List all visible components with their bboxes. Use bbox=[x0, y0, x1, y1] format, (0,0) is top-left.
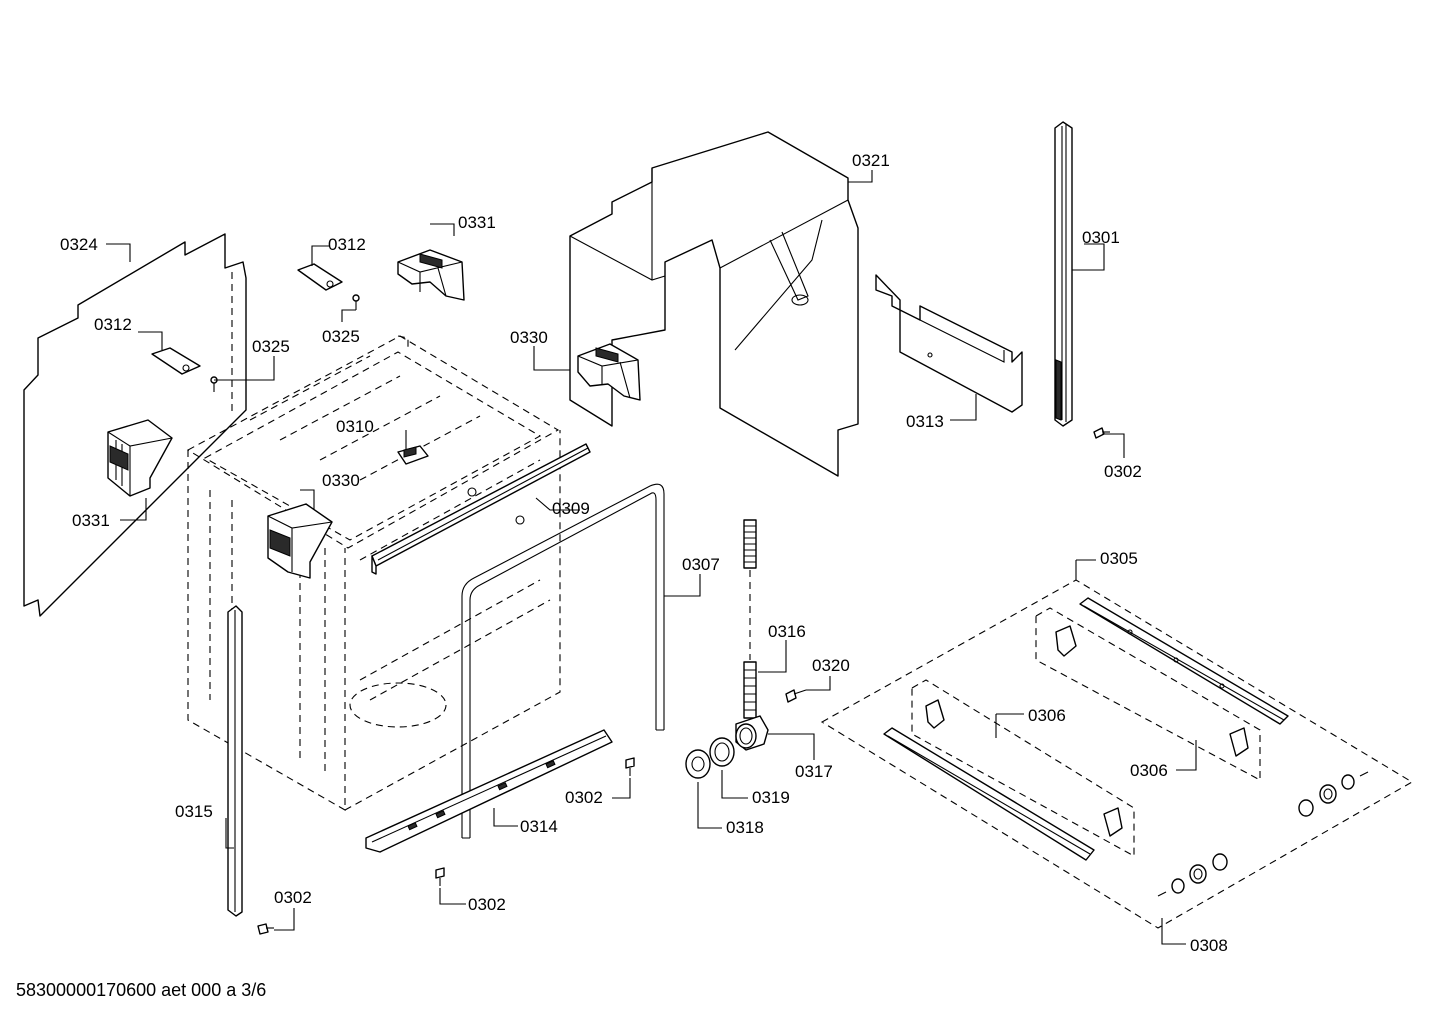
callout-0321: 0321 bbox=[852, 151, 890, 170]
callout-0313: 0313 bbox=[906, 412, 944, 431]
part-base-rail bbox=[883, 727, 1095, 861]
callout-0317: 0317 bbox=[795, 762, 833, 781]
callout-0306: 0306 bbox=[1028, 706, 1066, 725]
callout-0301: 0301 bbox=[1082, 228, 1120, 247]
callout-0320: 0320 bbox=[812, 656, 850, 675]
part-top-insulation bbox=[569, 131, 859, 477]
part-tub bbox=[186, 335, 561, 811]
callout-0319: 0319 bbox=[752, 788, 790, 807]
callout-0331: 0331 bbox=[458, 213, 496, 232]
callout-0306: 0306 bbox=[1130, 761, 1168, 780]
callout-0330: 0330 bbox=[322, 471, 360, 490]
callout-0316: 0316 bbox=[768, 622, 806, 641]
callout-0315: 0315 bbox=[175, 802, 213, 821]
part-screw-0320 bbox=[785, 689, 807, 703]
part-screw-0302 bbox=[257, 923, 274, 935]
part-top-rail bbox=[371, 443, 591, 575]
part-clip-0310 bbox=[397, 445, 429, 465]
part-rail-clip bbox=[1103, 807, 1123, 837]
part-hose-connector bbox=[735, 715, 769, 751]
part-side-strip bbox=[227, 605, 243, 917]
part-hose bbox=[743, 519, 757, 719]
callout-0331: 0331 bbox=[72, 511, 110, 530]
part-screw-0302 bbox=[625, 757, 635, 776]
part-rail-clip bbox=[1055, 625, 1077, 657]
callout-0312: 0312 bbox=[94, 315, 132, 334]
callout-0302: 0302 bbox=[565, 788, 603, 807]
part-clip bbox=[297, 263, 343, 291]
callout-0325: 0325 bbox=[322, 327, 360, 346]
part-screw-0302 bbox=[435, 867, 445, 886]
callout-0308: 0308 bbox=[1190, 936, 1228, 955]
part-screw-0302 bbox=[1093, 427, 1110, 439]
part-bottom-strip bbox=[365, 729, 613, 853]
callout-0312: 0312 bbox=[328, 235, 366, 254]
callout-0330: 0330 bbox=[510, 328, 548, 347]
callout-0314: 0314 bbox=[520, 817, 558, 836]
callout-labels: 0301 0302 0302 0302 0302 0305 0306 0306 … bbox=[60, 151, 1228, 955]
callout-0310: 0310 bbox=[336, 417, 374, 436]
callout-0302: 0302 bbox=[274, 888, 312, 907]
part-base-rail bbox=[1079, 597, 1289, 725]
callout-0325: 0325 bbox=[252, 337, 290, 356]
callout-0318: 0318 bbox=[726, 818, 764, 837]
callout-0309: 0309 bbox=[552, 499, 590, 518]
part-ring bbox=[685, 749, 711, 779]
part-insulation-block bbox=[577, 343, 641, 401]
part-base-frame bbox=[820, 579, 1414, 929]
part-clip bbox=[151, 347, 201, 375]
part-screw-0325 bbox=[352, 294, 360, 310]
part-door-gasket bbox=[461, 483, 665, 839]
callout-0307: 0307 bbox=[682, 555, 720, 574]
callout-0302: 0302 bbox=[1104, 462, 1142, 481]
leader-lines bbox=[106, 170, 1197, 945]
part-insulation-block bbox=[267, 503, 333, 579]
part-foot-set bbox=[1157, 771, 1369, 897]
callout-0324: 0324 bbox=[60, 235, 98, 254]
part-insulation-block bbox=[397, 249, 465, 301]
part-vertical-rail bbox=[1054, 121, 1073, 427]
callout-0305: 0305 bbox=[1100, 549, 1138, 568]
drawing-reference: 58300000170600 aet 000 a 3/6 bbox=[16, 980, 267, 1000]
part-rail-clip bbox=[925, 699, 945, 729]
part-rail-clip bbox=[1229, 727, 1249, 757]
part-bracket bbox=[875, 274, 1023, 413]
callout-0302: 0302 bbox=[468, 895, 506, 914]
part-nut bbox=[709, 737, 735, 767]
part-insulation-block bbox=[107, 419, 173, 497]
